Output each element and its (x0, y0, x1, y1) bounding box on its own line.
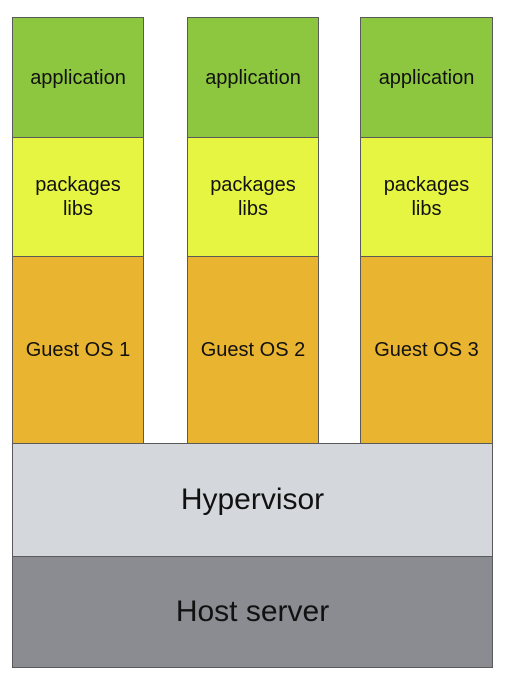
application-label-1: application (30, 67, 126, 89)
guest-os-label-2: Guest OS 2 (200, 339, 306, 361)
application-box-2: application (187, 17, 319, 139)
host-server-layer: Host server (12, 556, 493, 668)
guest-os-box-1: Guest OS 1 (12, 256, 144, 444)
host-server-label: Host server (175, 595, 330, 628)
packages-libs-box-1: packages libs (12, 137, 144, 257)
packages-libs-box-3: packages libs (360, 137, 493, 257)
packages-libs-label-2: packages libs (210, 174, 296, 220)
guest-os-label-3: Guest OS 3 (374, 339, 479, 361)
application-label-2: application (205, 67, 301, 89)
application-label-3: application (378, 67, 475, 89)
application-box-3: application (360, 17, 493, 139)
hypervisor-layer: Hypervisor (12, 443, 493, 557)
guest-os-box-3: Guest OS 3 (360, 256, 493, 444)
hypervisor-label: Hypervisor (180, 483, 325, 516)
packages-libs-box-2: packages libs (187, 137, 319, 257)
packages-libs-label-1: packages libs (35, 174, 121, 220)
application-box-1: application (12, 17, 144, 139)
guest-os-label-1: Guest OS 1 (25, 339, 131, 361)
guest-os-box-2: Guest OS 2 (187, 256, 319, 444)
packages-libs-label-3: packages libs (383, 174, 470, 220)
